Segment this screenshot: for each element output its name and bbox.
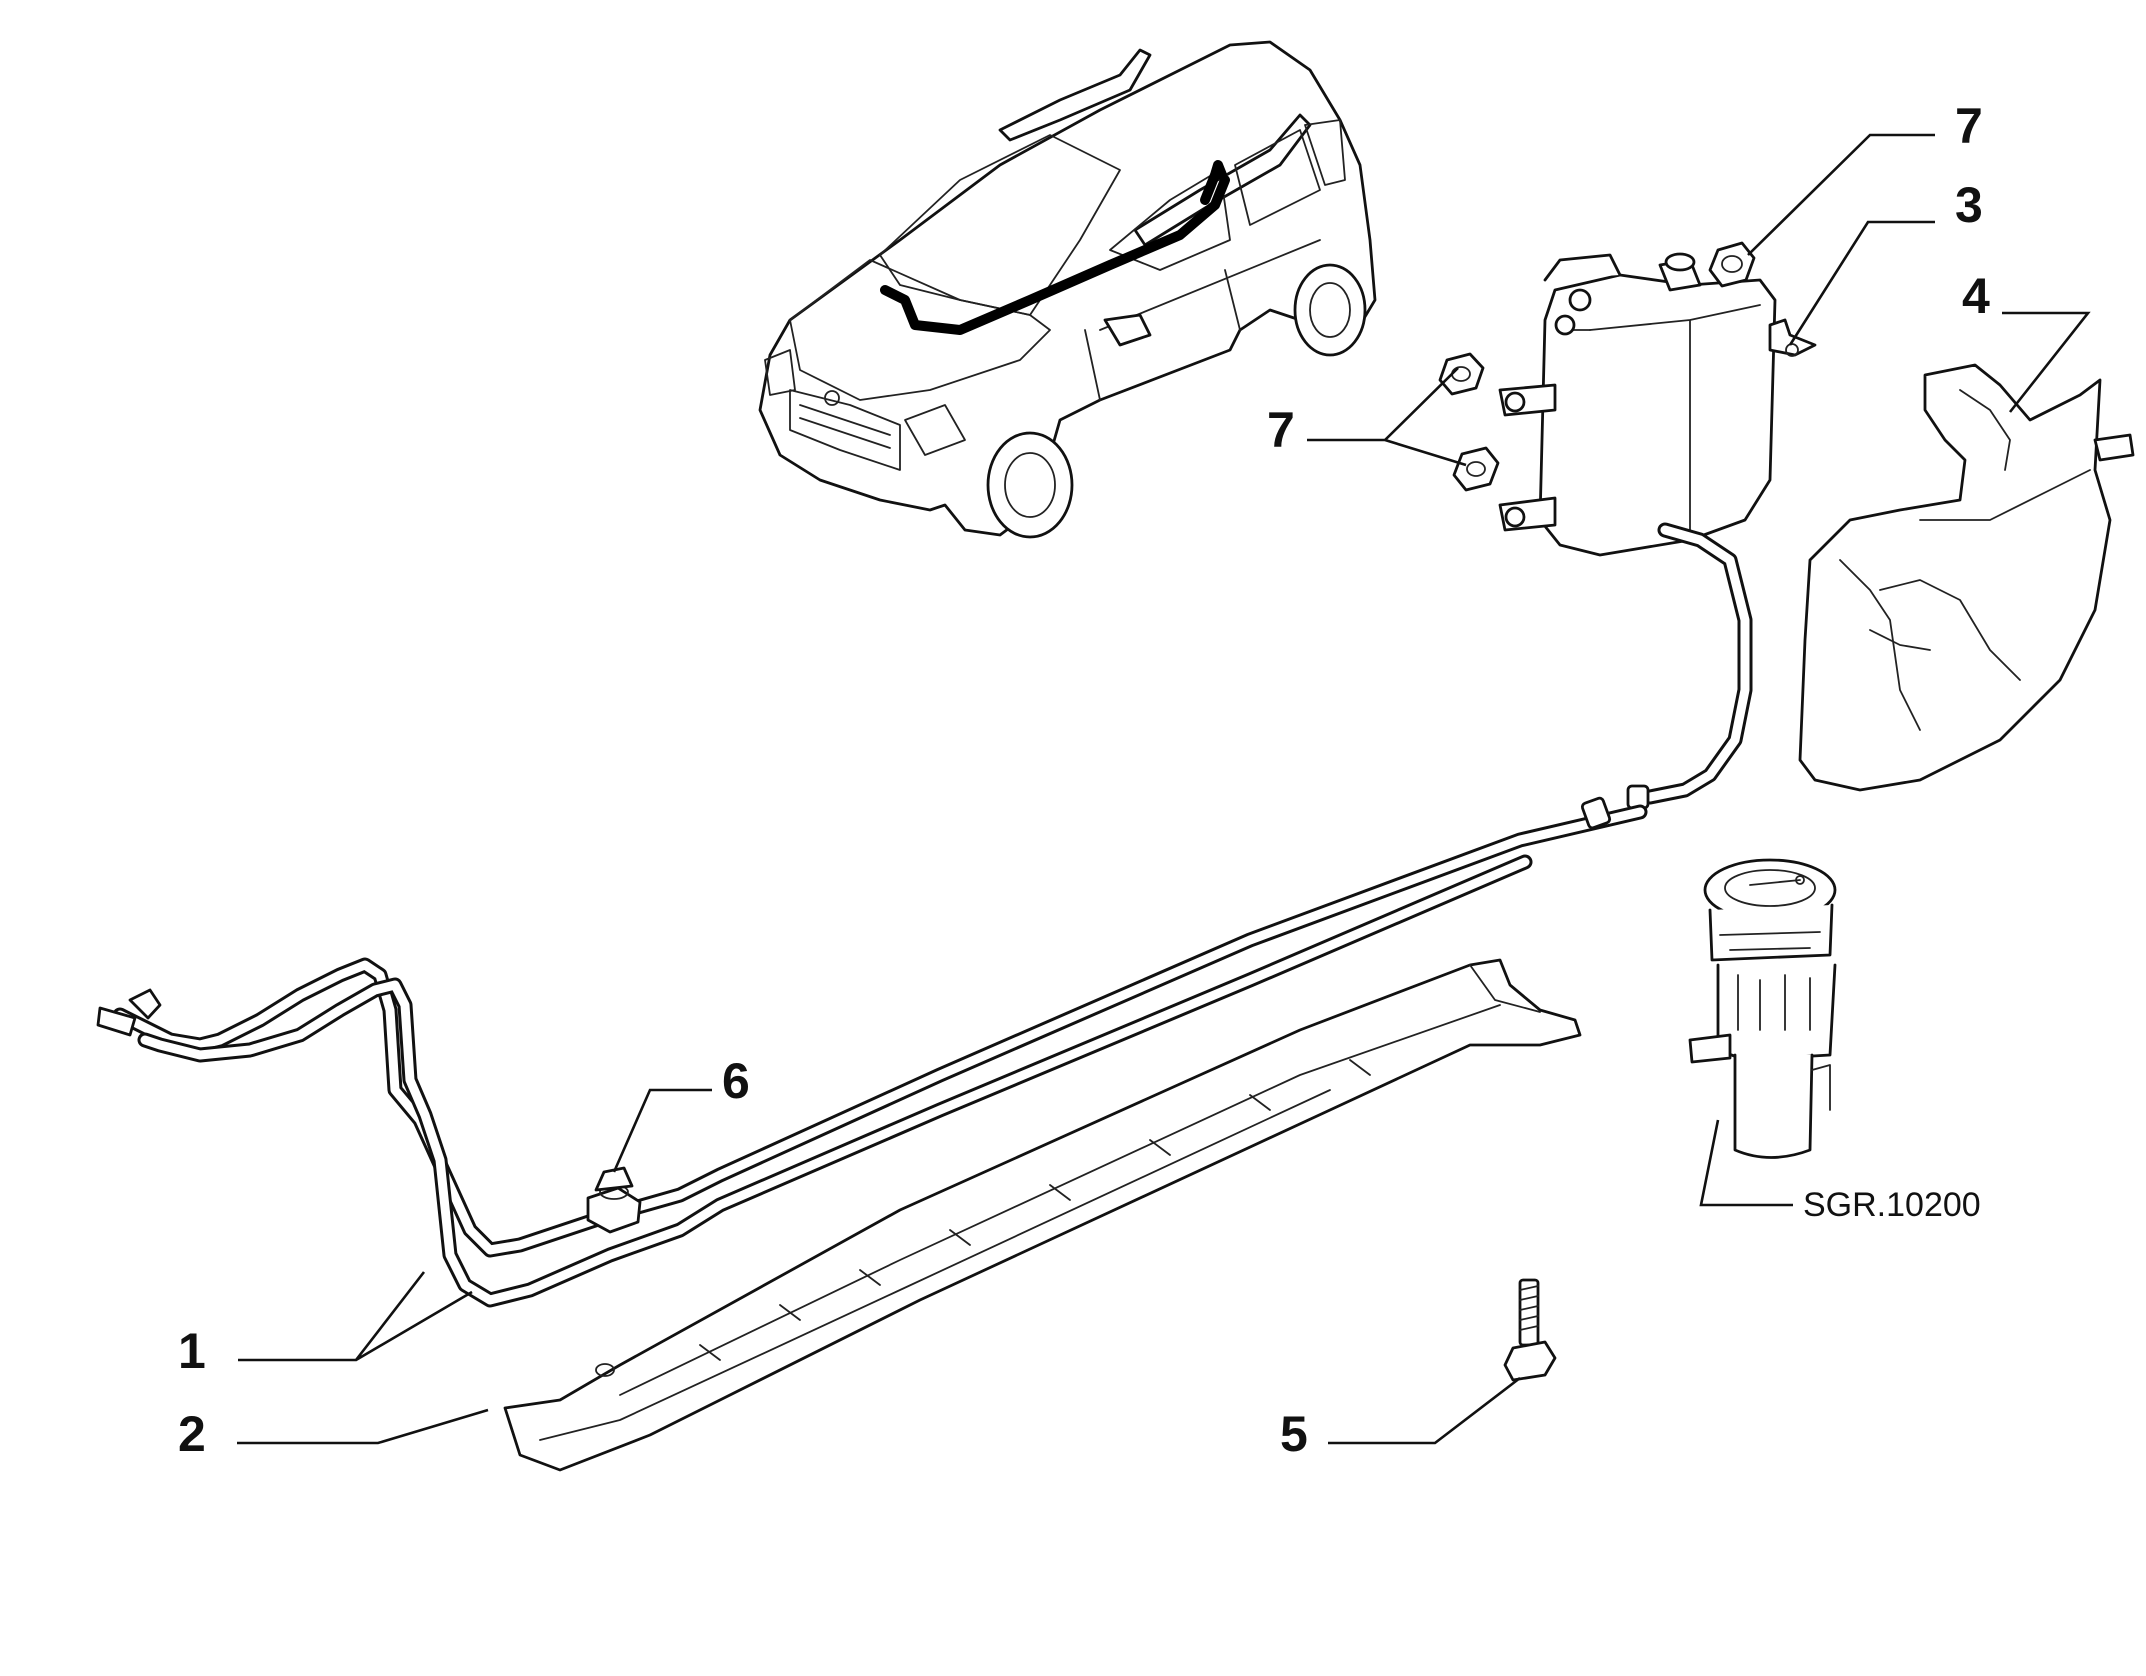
nut-7-top	[1708, 241, 1756, 288]
callout-1: 1	[178, 1323, 206, 1379]
callout-4: 4	[1962, 268, 1990, 324]
callout-2: 2	[178, 1406, 206, 1462]
flange-nut-6	[586, 1166, 642, 1234]
nut-7-upper-left	[1438, 352, 1485, 396]
fuel-pump-module	[1688, 858, 1837, 1159]
fuel-lines	[96, 796, 1648, 1308]
callout-6: 6	[722, 1053, 750, 1109]
bolt-5	[1503, 1278, 1557, 1382]
callout-7-left: 7	[1267, 402, 1295, 458]
underbody-guard	[503, 958, 1582, 1472]
reference-sgr: SGR.10200	[1803, 1186, 1981, 1224]
callout-3: 3	[1955, 177, 1983, 233]
vehicle-illustration	[758, 40, 1377, 539]
canister-assembly	[1498, 252, 1817, 810]
callout-7-top: 7	[1955, 98, 1983, 154]
callout-5: 5	[1280, 1406, 1308, 1462]
leader-lines	[237, 133, 2091, 1445]
nut-7-lower-left	[1452, 446, 1500, 492]
heat-shield	[1798, 363, 2135, 792]
